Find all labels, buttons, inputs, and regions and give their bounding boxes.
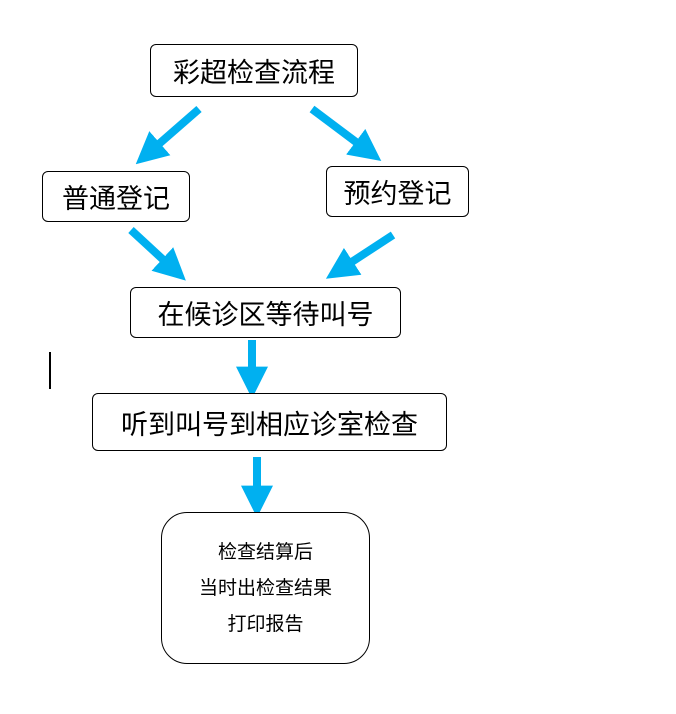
result-line-2: 当时出检查结果 (198, 577, 332, 599)
normal-registration-text: 普通登记 (62, 184, 170, 215)
result-box: 检查结算后 当时出检查结果 打印报告 (161, 512, 370, 664)
exam-room-box: 听到叫号到相应诊室检查 (92, 393, 447, 451)
text-cursor (49, 352, 51, 389)
result-line-3: 打印报告 (227, 613, 304, 635)
appointment-registration-box: 预约登记 (326, 166, 469, 217)
arrow-title-to-normal (135, 105, 202, 165)
normal-registration-box: 普通登记 (42, 171, 190, 222)
arrow-appointment-to-wait (325, 231, 396, 279)
appointment-registration-text: 预约登记 (343, 179, 452, 210)
waiting-area-text: 在候诊区等待叫号 (157, 300, 374, 331)
waiting-area-box: 在候诊区等待叫号 (130, 287, 401, 338)
arrow-normal-to-wait (128, 227, 186, 281)
result-line-1: 检查结算后 (217, 541, 313, 563)
arrow-title-to-appointment (309, 105, 382, 161)
title-box: 彩超检查流程 (150, 44, 358, 97)
exam-room-text: 听到叫号到相应诊室检查 (121, 409, 418, 441)
title-text: 彩超检查流程 (173, 58, 335, 89)
